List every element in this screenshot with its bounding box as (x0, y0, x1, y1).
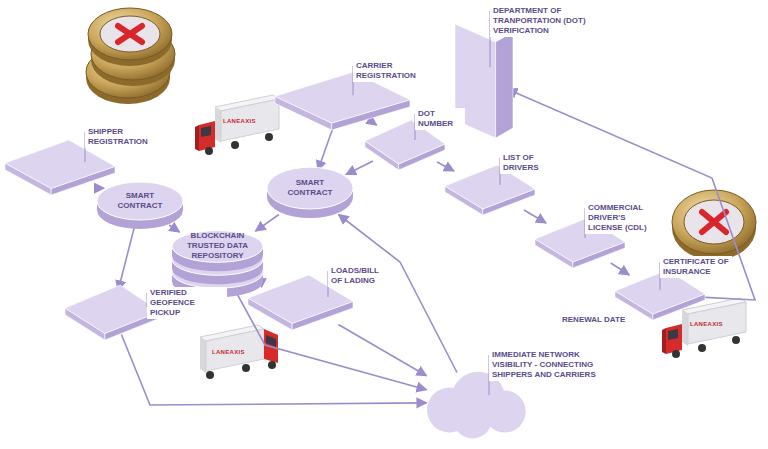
process-tile: SHIPPER REGISTRATION (5, 140, 115, 195)
process-tile: CARRIER REGISTRATION (275, 72, 410, 130)
flow-arrow (169, 225, 179, 232)
callout-label: SHIPPER REGISTRATION (85, 126, 147, 148)
flow-arrow (338, 215, 457, 373)
flow-arrow (338, 325, 426, 376)
flow-arrow (507, 89, 755, 300)
flow-arrow (346, 161, 373, 175)
shape-outline (65, 285, 160, 340)
flow-arrow (318, 124, 334, 170)
flow-arrow (524, 210, 546, 223)
flow-arrow (375, 123, 376, 125)
flow-arrow (611, 263, 629, 275)
flow-arrow (256, 215, 279, 232)
truck-brand: LANEAXIS (212, 349, 245, 357)
callout-label: DEPARTMENT OF TRANPORTATION (DOT) VERIFI… (490, 5, 615, 37)
flow-arrow (437, 162, 454, 171)
process-tile: VERIFIED GEOFENCE PICKUP (65, 285, 160, 340)
process-tile: COMMERCIAL DRIVER'S LICENSE (CDL) (535, 218, 625, 268)
callout-label: DOT NUMBER (415, 108, 465, 130)
contract-disc: SMART CONTRACT (95, 180, 185, 230)
callout-label: CARRIER REGISTRATION (353, 60, 419, 82)
database-stack: BLOCKCHAIN TRUSTED DATA REPOSITORY (170, 222, 265, 294)
truck (195, 95, 279, 155)
flow-arrow (121, 335, 426, 406)
node-label: SMART CONTRACT (95, 191, 185, 211)
node-label: SMART CONTRACT (265, 178, 355, 198)
truck-brand: LANEAXIS (690, 321, 723, 329)
token-coins (86, 8, 756, 260)
contract-disc: SMART CONTRACT (265, 165, 355, 220)
truck-brand: LANEAXIS (223, 118, 256, 126)
network-cloud: IMMEDIATE NETWORK VISIBILITY - CONNECTIN… (415, 365, 530, 440)
callout-label: COMMERCIAL DRIVER'S LICENSE (CDL) (585, 202, 659, 234)
process-tile: LOADS/BILL OF LADING (248, 275, 353, 330)
process-tile: LIST OF DRIVERS (445, 165, 535, 215)
process-tile: DOT NUMBER (365, 120, 445, 170)
shape-outline (5, 140, 115, 195)
callout-label: LOADS/BILL OF LADING (328, 265, 392, 287)
flow-arrow (118, 225, 135, 291)
callout-label: LIST OF DRIVERS (500, 152, 552, 174)
truck (200, 325, 278, 379)
note-label: RENEWAL DATE (560, 314, 627, 326)
node-label: BLOCKCHAIN TRUSTED DATA REPOSITORY (170, 231, 265, 261)
callout-label: VERIFIED GEOFENCE PICKUP (147, 287, 227, 319)
callout-label: IMMEDIATE NETWORK VISIBILITY - CONNECTIN… (489, 349, 613, 381)
process-tile: CERTIFICATE OF INSURANCE (615, 270, 705, 320)
callout-label: CERTIFICATE OF INSURANCE (660, 256, 732, 278)
